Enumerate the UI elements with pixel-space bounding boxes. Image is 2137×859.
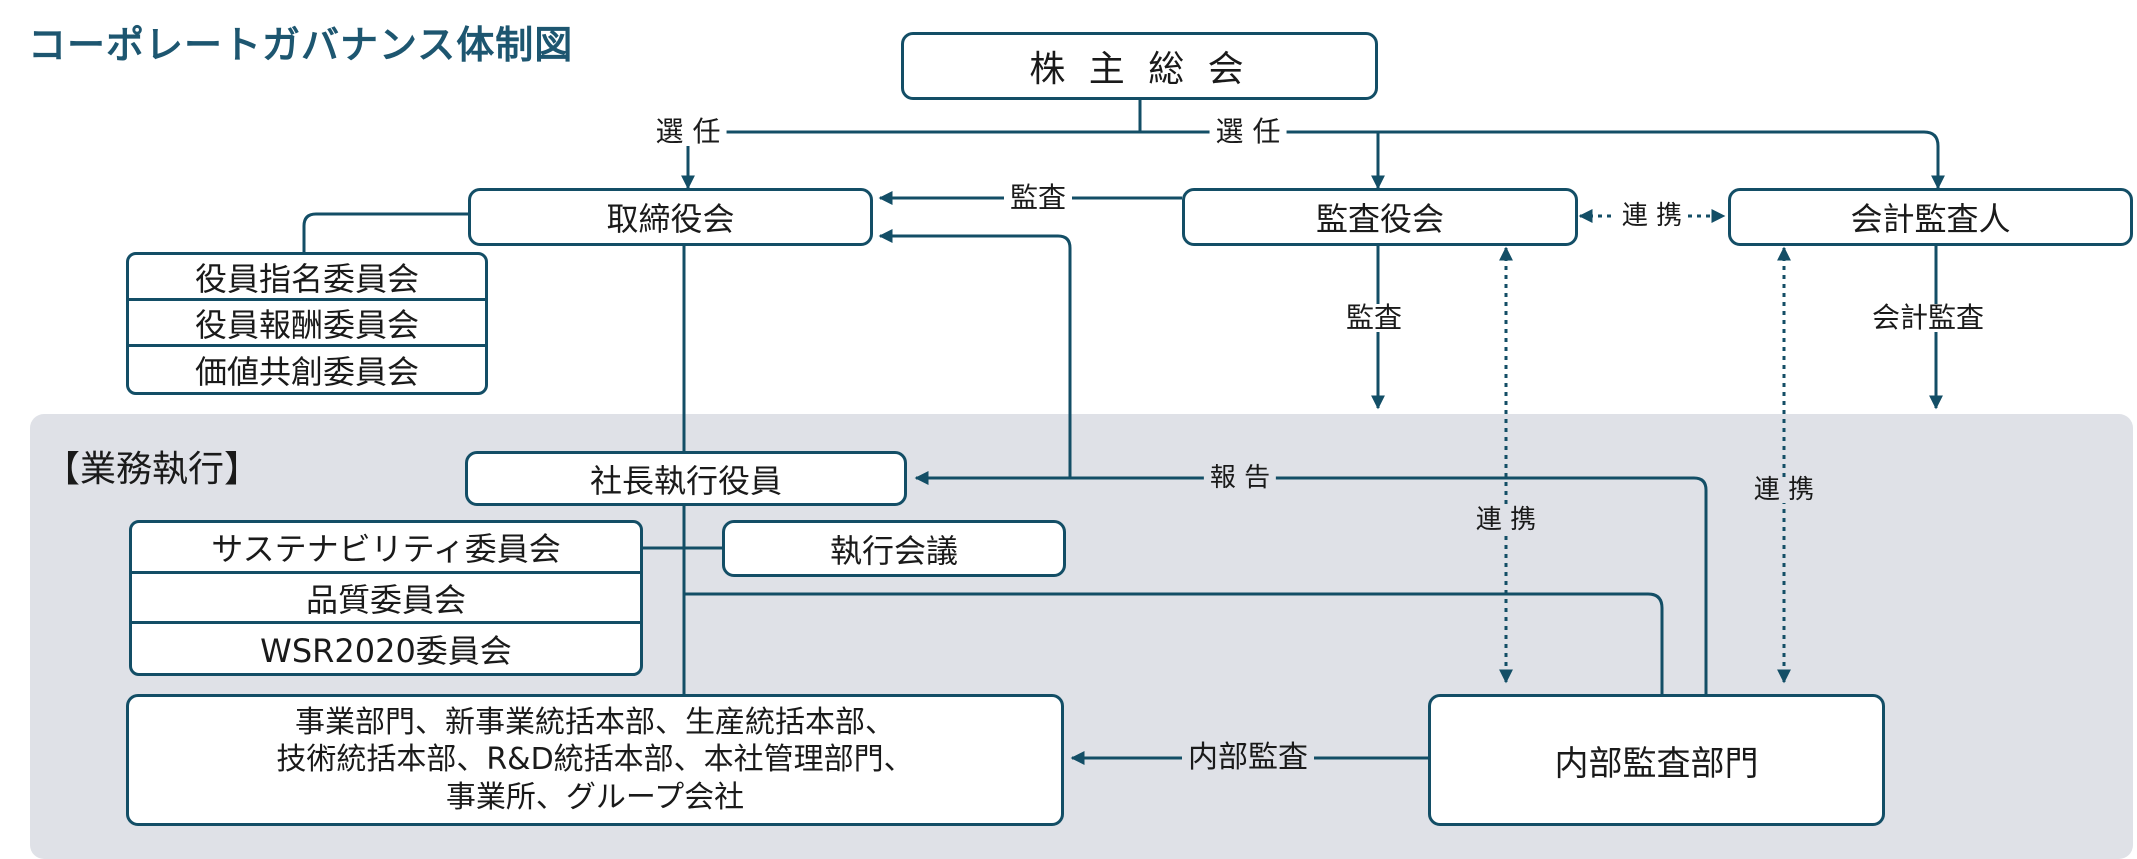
edge-business-to-internal xyxy=(684,592,1664,694)
label-coop-mid: 連 携 xyxy=(1469,507,1543,533)
label-elect-right: 選 任 xyxy=(1209,118,1287,146)
board-committees: 役員指名委員会 役員報酬委員会 価値共創委員会 xyxy=(126,252,488,395)
committee-sustainability: サステナビリティ委員会 xyxy=(132,523,640,574)
node-accounting-auditor: 会計監査人 xyxy=(1728,188,2133,246)
committee-value-cocreation: 価値共創委員会 xyxy=(194,352,419,391)
business-units-line-2: 技術統括本部、R&D統括本部、本社管理部門、 xyxy=(276,742,914,778)
node-shareholders-meeting: 株 主 総 会 xyxy=(901,32,1378,100)
label-elect-left: 選 任 xyxy=(649,118,727,146)
committee-nomination: 役員指名委員会 xyxy=(129,255,485,301)
business-units-line-3: 事業所、グループ会社 xyxy=(445,779,745,815)
label-accounting-audit: 会計監査 xyxy=(1865,304,1991,332)
node-internal-audit-dept: 内部監査部門 xyxy=(1428,694,1885,826)
exec-committees: サステナビリティ委員会 品質委員会 WSR2020委員会 xyxy=(129,520,643,676)
node-business-units: 事業部門、新事業統括本部、生産統括本部、 技術統括本部、R&D統括本部、本社管理… xyxy=(126,694,1064,826)
edge-elect-accounting xyxy=(1923,130,1945,190)
node-board-of-directors: 取締役会 xyxy=(468,188,873,246)
node-audit-board: 監査役会 xyxy=(1182,188,1578,246)
label-coop-right: 連 携 xyxy=(1747,477,1821,503)
business-units-line-1: 事業部門、新事業統括本部、生産統括本部、 xyxy=(295,705,895,741)
section-label: 【業務執行】 xyxy=(44,449,261,490)
label-report: 報 告 xyxy=(1203,465,1277,491)
node-president: 社長執行役員 xyxy=(465,451,907,506)
edge-board-committees xyxy=(302,212,470,252)
label-audit-top: 監査 xyxy=(1003,184,1073,212)
edge-president-to-board xyxy=(878,229,1072,478)
edge-report-to-president xyxy=(914,471,1708,694)
page-title: コーポレートガバナンス体制図 xyxy=(28,23,574,67)
node-executive-meeting: 執行会議 xyxy=(722,520,1066,577)
committee-quality: 品質委員会 xyxy=(132,574,640,624)
label-audit-down: 監査 xyxy=(1339,304,1409,332)
label-coop-top: 連 携 xyxy=(1615,203,1689,229)
committee-wsr2020: WSR2020委員会 xyxy=(260,631,512,670)
committee-compensation: 役員報酬委員会 xyxy=(129,301,485,347)
label-internal-audit: 内部監査 xyxy=(1182,743,1314,773)
